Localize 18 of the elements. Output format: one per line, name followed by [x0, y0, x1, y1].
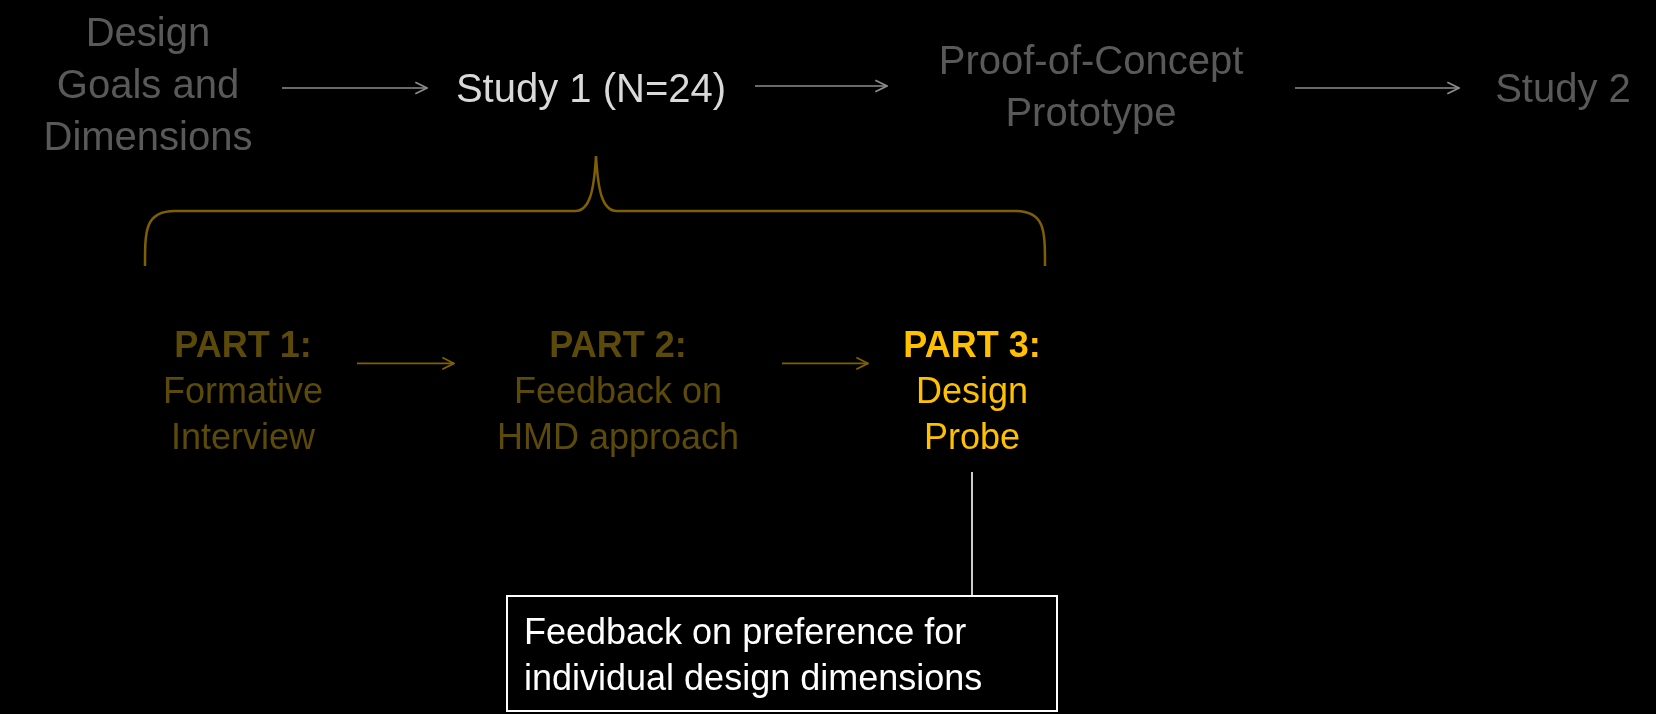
arrow — [754, 79, 888, 93]
node-text: Feedback on HMD approach — [495, 369, 741, 459]
node-text: Proof-of-Concept Prototype — [937, 37, 1245, 136]
arrow — [281, 81, 428, 95]
arrow — [781, 356, 869, 371]
arrow — [356, 356, 455, 371]
connector-line — [971, 471, 973, 596]
node-text: Study 2 — [1494, 65, 1632, 112]
node-text: Design Goals and Dimensions — [42, 9, 254, 160]
node-text: Design Probe — [914, 369, 1030, 459]
part-heading: PART 1: — [173, 323, 313, 367]
part-heading: PART 2: — [548, 323, 688, 367]
node-text: Feedback on preference for individual design dimensions — [524, 610, 984, 700]
node-text: Formative Interview — [162, 369, 324, 459]
part-heading: PART 3: — [902, 323, 1042, 367]
arrow — [1294, 81, 1460, 95]
note-box — [506, 595, 1058, 712]
node-text: Study 1 (N=24) — [454, 65, 728, 112]
